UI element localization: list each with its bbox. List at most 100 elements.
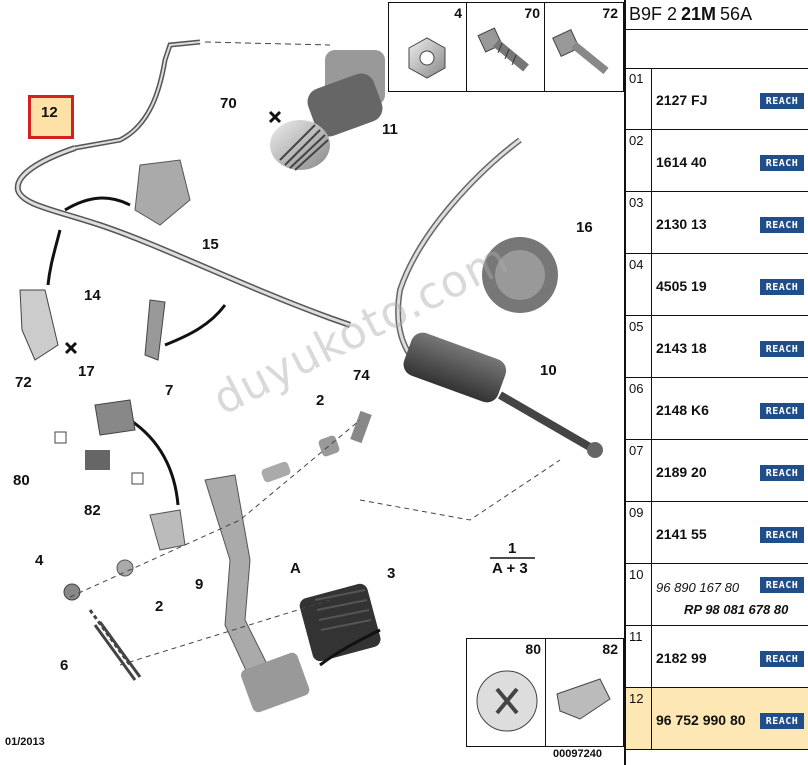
hardware-cell-4[interactable]: 4	[389, 3, 467, 91]
hardware-label: 72	[602, 5, 618, 21]
row-index: 09	[626, 502, 652, 563]
callout-1[interactable]: 1	[508, 540, 517, 557]
nut-icon	[408, 37, 446, 79]
row-index: 10	[626, 564, 652, 625]
row-index: 12	[626, 688, 652, 749]
reach-badge[interactable]: REACH	[760, 577, 804, 593]
callout-17[interactable]: 17	[78, 363, 95, 380]
push-clip-icon	[476, 670, 538, 732]
master-cylinder	[403, 332, 603, 458]
part-reference-replacement: RP 98 081 678 80	[684, 602, 789, 617]
callout-3[interactable]: 3	[387, 565, 396, 582]
row-index: 05	[626, 316, 652, 377]
reach-badge[interactable]: REACH	[760, 93, 804, 109]
reach-badge[interactable]: REACH	[760, 155, 804, 171]
bushing-9	[149, 509, 186, 551]
part-reference: 4505 19	[656, 278, 707, 294]
callout-2-bottom[interactable]: 2	[155, 598, 164, 615]
clip-14	[19, 289, 59, 361]
callout-a-plus-3[interactable]: A + 3	[492, 560, 528, 577]
callout-74[interactable]: 74	[353, 367, 370, 384]
spring-6	[88, 609, 142, 681]
part-reference: 2182 99	[656, 650, 707, 666]
callout-80[interactable]: 80	[13, 472, 30, 489]
reach-badge[interactable]: REACH	[760, 279, 804, 295]
part-reference: 2127 FJ	[656, 92, 708, 108]
part-reference: 2143 18	[656, 340, 707, 356]
reach-badge[interactable]: REACH	[760, 713, 804, 729]
callout-6[interactable]: 6	[60, 657, 69, 674]
hardware-label: 4	[454, 5, 462, 21]
callout-7[interactable]: 7	[165, 382, 174, 399]
reach-badge[interactable]: REACH	[760, 651, 804, 667]
row-index: 06	[626, 378, 652, 439]
callout-12[interactable]: 12	[41, 104, 58, 121]
hardware-box-top: 4 70 72	[388, 2, 624, 92]
reach-badge[interactable]: REACH	[760, 527, 804, 543]
row-index: 02	[626, 130, 652, 191]
hardware-cell-70[interactable]: 70	[466, 3, 545, 91]
header-suffix: 56A	[720, 4, 753, 24]
part-reference: 2141 55	[656, 526, 707, 542]
hardware-label: 70	[524, 5, 540, 21]
part-row-10[interactable]: 10 96 890 167 80 RP 98 081 678 80 REACH	[626, 564, 808, 626]
footer-date: 01/2013	[5, 736, 45, 748]
row-index: 03	[626, 192, 652, 253]
panel-header: B9F 2 21M 56A	[626, 0, 808, 30]
callout-2-top[interactable]: 2	[316, 392, 325, 409]
row-index: 01	[626, 68, 652, 129]
switch-7	[94, 399, 136, 436]
callout-16[interactable]: 16	[576, 219, 593, 236]
pedal-arm	[204, 474, 276, 691]
hardware-cell-72[interactable]: 72	[544, 3, 622, 91]
callout-70[interactable]: 70	[220, 95, 237, 112]
footer-code: 00097240	[553, 748, 602, 760]
row-index: 04	[626, 254, 652, 315]
callout-72[interactable]: 72	[15, 374, 32, 391]
callout-4[interactable]: 4	[35, 552, 44, 569]
hardware-box-bottom: 80 82	[466, 638, 624, 747]
part-reference: 1614 40	[656, 154, 707, 170]
hardware-label: 82	[602, 641, 618, 657]
callout-14[interactable]: 14	[84, 287, 101, 304]
callout-82[interactable]: 82	[84, 502, 101, 519]
row-index: 07	[626, 440, 652, 501]
part-reference: 96 752 990 80	[656, 712, 746, 728]
callout-11[interactable]: 11	[382, 121, 398, 138]
hardware-label: 80	[525, 641, 541, 657]
hardware-cell-80[interactable]: 80	[467, 639, 546, 746]
reach-badge[interactable]: REACH	[760, 403, 804, 419]
callout-10[interactable]: 10	[540, 362, 557, 379]
part-reference-old: 96 890 167 80	[656, 580, 740, 595]
selected-part-marker[interactable]	[28, 95, 74, 139]
hardware-cell-82[interactable]: 82	[545, 639, 622, 746]
header-bold: 21M	[681, 4, 717, 24]
bracket-15	[134, 159, 191, 226]
callout-9[interactable]: 9	[195, 576, 204, 593]
exploded-parts-diagram: 12 4 70 72 80 82 70 11 15 14 72 17 16 7 …	[5, 2, 624, 760]
bolt-icon	[552, 29, 609, 75]
diagram-drawing	[14, 39, 603, 713]
reach-badge[interactable]: REACH	[760, 217, 804, 233]
part-reference: 2189 20	[656, 464, 707, 480]
reach-badge[interactable]: REACH	[760, 465, 804, 481]
callout-15[interactable]: 15	[202, 236, 219, 253]
panel-spacer	[626, 30, 808, 69]
header-prefix: B9F 2	[629, 4, 678, 24]
part-reference: 2148 K6	[656, 402, 709, 418]
cross-mark	[64, 110, 282, 355]
reach-badge[interactable]: REACH	[760, 341, 804, 357]
callout-a[interactable]: A	[290, 560, 301, 577]
screw-icon	[477, 27, 529, 72]
